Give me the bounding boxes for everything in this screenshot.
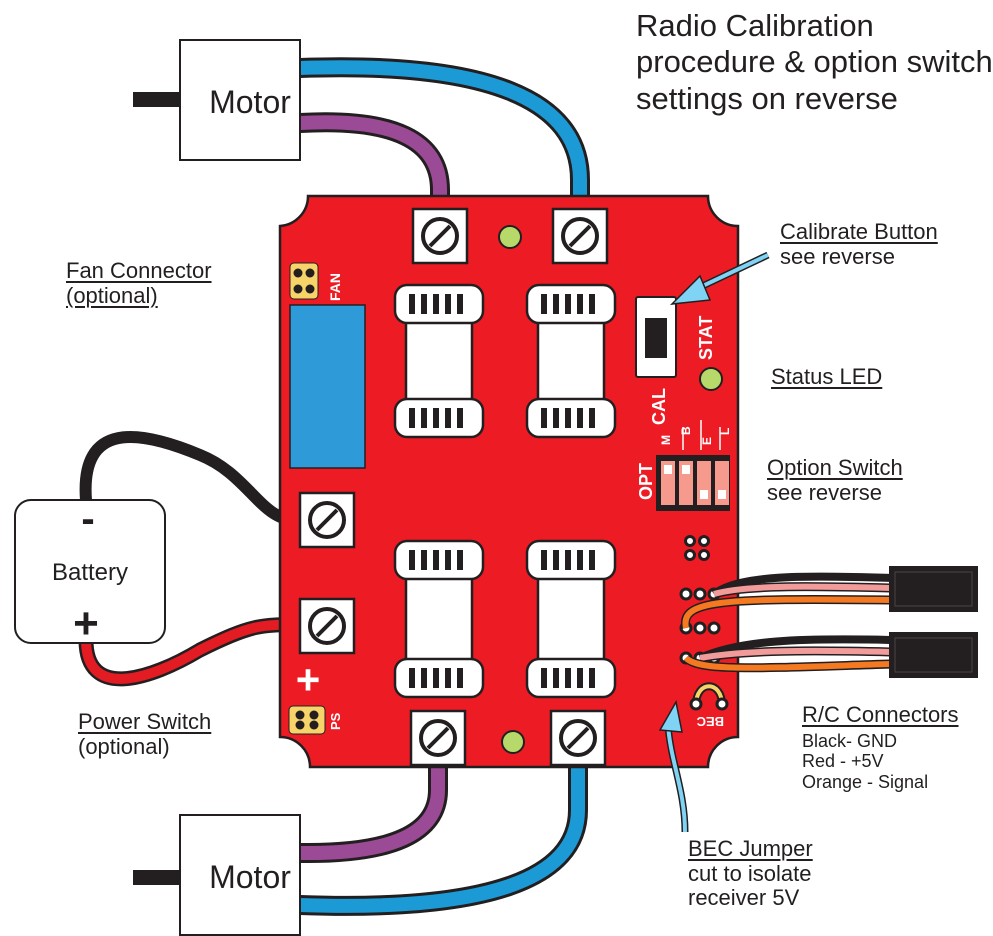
bottom-motor-terminal-a	[409, 709, 467, 767]
option-letter-m: M	[659, 435, 673, 445]
power-switch-callout: Power Switch (optional)	[78, 709, 212, 759]
bottom-motor-shaft	[133, 870, 181, 885]
top-motor-shaft	[133, 92, 181, 107]
bec-callout-arrow	[658, 699, 689, 833]
rc-connectors-title: R/C Connectors	[802, 702, 959, 727]
board-led-bottom	[501, 730, 525, 754]
power-switch-sub: (optional)	[78, 733, 170, 759]
fan-connector-pads	[289, 262, 319, 300]
option-letter-l: L	[718, 428, 732, 435]
battery-black-wire	[79, 431, 306, 527]
battery-plus-sign: +	[73, 599, 99, 648]
calibrate-button-sub: see reverse	[780, 243, 895, 269]
top-motor	[179, 39, 301, 161]
reverse-note-line-2: procedure & option switch	[636, 44, 993, 80]
bec-tag: BEC	[696, 714, 724, 729]
reverse-note-line-3: settings on reverse	[636, 80, 898, 116]
top-motor-label: Motor	[209, 84, 291, 120]
opt-tag: OPT	[636, 463, 656, 500]
rc-connectors-callout: R/C Connectors Black- GND Red - +5V Oran…	[802, 702, 959, 793]
calibrate-callout-arrow	[669, 251, 770, 305]
esc-board	[278, 194, 740, 769]
bottom-motor	[179, 814, 301, 936]
calibrate-button-callout: Calibrate Button see reverse	[780, 219, 938, 269]
status-led-title: Status LED	[771, 364, 883, 389]
calibrate-button-title: Calibrate Button	[780, 219, 938, 244]
reverse-note-line-1: Radio Calibration	[636, 8, 874, 43]
ps-tag: PS	[328, 712, 343, 730]
bec-jumper-title: BEC Jumper	[688, 836, 813, 861]
fan-connector-sub: (optional)	[66, 282, 158, 308]
rc-lead-upper	[680, 572, 893, 629]
option-switch-callout: Option Switch see reverse	[767, 455, 903, 505]
mosfet-bottom-right	[525, 539, 617, 699]
bottom-motor-terminal-b	[549, 709, 607, 767]
bottom-motor-label: Motor	[209, 859, 291, 895]
option-letter-b: B	[679, 426, 693, 435]
top-motor-terminal-a	[411, 207, 469, 265]
status-led-callout: Status LED	[771, 364, 883, 390]
rc-lead-lower	[682, 635, 893, 673]
fan-connector-title: Fan Connector	[66, 258, 212, 283]
cal-tag: CAL	[649, 388, 669, 425]
option-switch-title: Option Switch	[767, 455, 903, 480]
fan-tag: FAN	[327, 273, 343, 301]
battery	[14, 499, 166, 644]
top-motor-terminal-b	[551, 207, 609, 265]
mosfet-bottom-left	[393, 539, 485, 699]
board-led-top	[498, 225, 522, 249]
bec-jumper-line-1: cut to isolate	[688, 860, 812, 886]
fan-connector-callout: Fan Connector (optional)	[66, 258, 212, 308]
calibrate-button[interactable]	[635, 296, 677, 378]
fan-block	[289, 304, 366, 469]
rc-wire-orange: Orange - Signal	[802, 772, 929, 792]
option-switch[interactable]	[656, 455, 730, 511]
bec-jumper-callout: BEC Jumper cut to isolate receiver 5V	[688, 836, 813, 911]
mosfet-top-left	[393, 283, 485, 439]
option-switch-sub: see reverse	[767, 479, 882, 505]
battery-label: Battery	[52, 559, 128, 586]
stat-tag: STAT	[696, 316, 716, 360]
status-led	[699, 367, 723, 391]
option-letter-e: E	[700, 437, 714, 445]
board-plus-mark: +	[296, 656, 321, 703]
battery-positive-terminal	[298, 597, 356, 655]
power-switch-title: Power Switch	[78, 709, 212, 734]
battery-negative-terminal	[298, 491, 356, 549]
bec-jumper-line-2: receiver 5V	[688, 885, 800, 911]
reverse-side-note: Radio Calibration procedure & option swi…	[636, 8, 993, 117]
rc-wire-black: Black- GND	[802, 730, 898, 751]
mosfet-top-right	[525, 283, 617, 439]
aux-header-pins	[684, 535, 710, 561]
bec-jumper[interactable]	[689, 682, 729, 711]
battery-minus-sign: -	[81, 497, 94, 541]
rc-wire-red: Red - +5V	[802, 751, 884, 772]
power-switch-pads	[288, 705, 326, 735]
